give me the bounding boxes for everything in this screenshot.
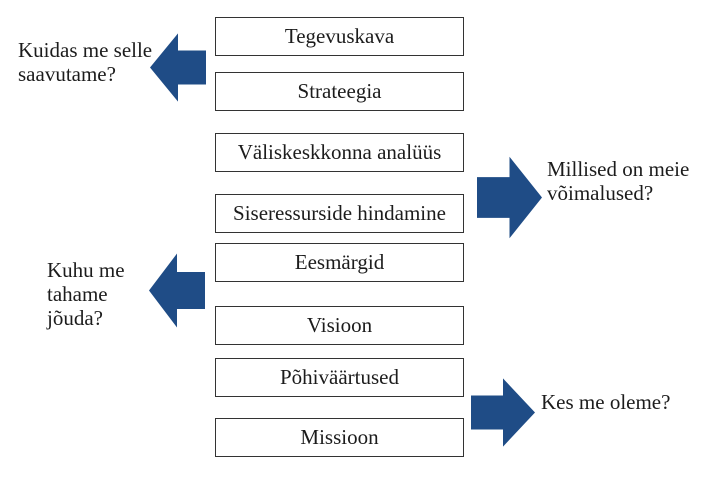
box-tegevuskava: Tegevuskava xyxy=(215,17,464,56)
right-arrow-icon-bottom xyxy=(471,378,535,447)
annotation-our-opportunities: Millised on meie võimalused? xyxy=(547,157,689,205)
annotation-line: Kuidas me selle xyxy=(18,38,153,62)
box-eesmargid: Eesmärgid xyxy=(215,243,464,282)
box-label: Eesmärgid xyxy=(294,250,385,274)
left-arrow-icon-top xyxy=(150,33,206,102)
annotation-line: Millised on meie xyxy=(547,157,690,181)
annotation-line: saavutame? xyxy=(18,62,116,86)
box-label: Tegevuskava xyxy=(284,24,395,48)
box-valiskeskkonna-analuus: Väliskeskkonna analüüs xyxy=(215,133,464,172)
box-label: Siseressurside hindamine xyxy=(233,201,446,225)
box-label: Visioon xyxy=(306,313,373,337)
box-label: Põhiväärtused xyxy=(280,365,399,389)
annotation-line: jõuda? xyxy=(47,306,103,330)
annotation-line: tahame xyxy=(47,282,108,306)
box-label: Missioon xyxy=(300,425,379,449)
annotation-where-we-want-to-go: Kuhu me tahame jõuda? xyxy=(47,258,125,330)
left-arrow-icon-middle xyxy=(149,253,205,328)
annotation-line: võimalused? xyxy=(547,181,654,205)
annotation-line: Kes me oleme? xyxy=(541,390,671,414)
box-missioon: Missioon xyxy=(215,418,464,457)
right-arrow-icon-middle xyxy=(477,156,542,239)
box-label: Väliskeskkonna analüüs xyxy=(237,140,442,164)
box-visioon: Visioon xyxy=(215,306,464,345)
box-pohivaartused: Põhiväärtused xyxy=(215,358,464,397)
box-strateegia: Strateegia xyxy=(215,72,464,111)
box-label: Strateegia xyxy=(297,79,382,103)
annotation-who-we-are: Kes me oleme? xyxy=(541,390,670,414)
box-siseressurside-hindamine: Siseressurside hindamine xyxy=(215,194,464,233)
annotation-how-we-achieve-it: Kuidas me selle saavutame? xyxy=(18,38,152,86)
annotation-line: Kuhu me xyxy=(47,258,125,282)
